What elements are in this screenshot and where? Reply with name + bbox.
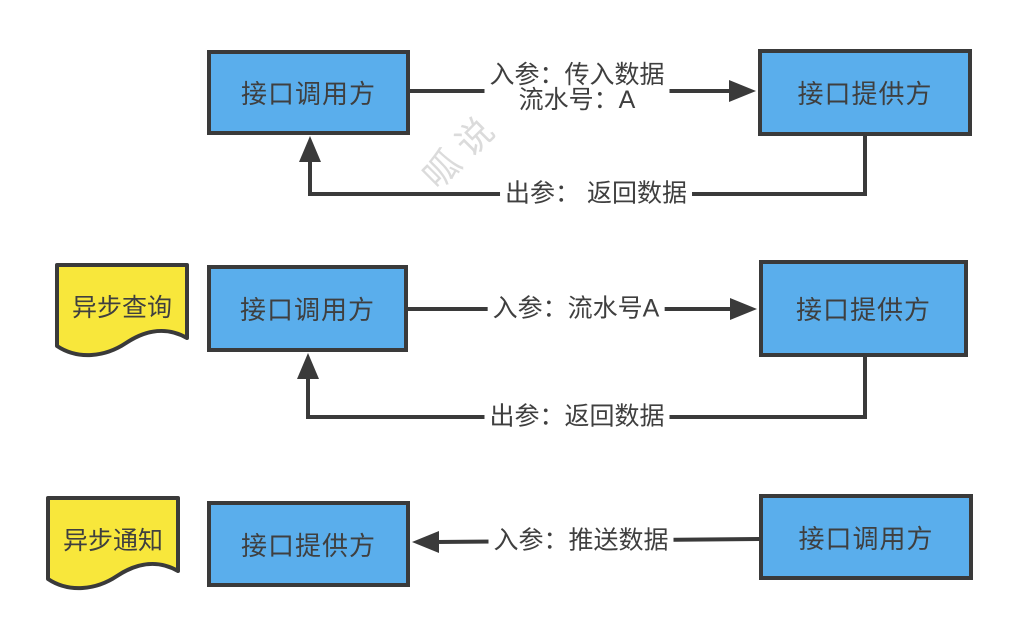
async-notify-provider-box: 接口提供方	[207, 501, 410, 587]
async-notify-request-label: 入参：推送数据	[488, 527, 674, 555]
sync-request-label-line2: 流水号：A	[518, 86, 636, 114]
async-notify-arrowhead	[412, 531, 439, 553]
async-query-note-shape	[55, 263, 189, 358]
async-query-note-label: 异步查询	[71, 294, 173, 322]
async-query-request-label: 入参：流水号A	[487, 295, 665, 323]
sync-request-label-line1: 入参：传入数据	[489, 61, 665, 89]
async-query-request-arrowhead	[730, 298, 757, 320]
sync-response-label: 出参： 返回数据	[500, 180, 692, 208]
sync-provider-box: 接口提供方	[758, 49, 972, 136]
async-query-response-arrowhead	[297, 353, 319, 379]
sync-request-label: 入参：传入数据 流水号：A	[484, 61, 670, 114]
async-notify-note-label: 异步通知	[62, 527, 164, 555]
sync-request-arrowhead	[729, 80, 756, 102]
async-query-provider-box: 接口提供方	[759, 260, 968, 357]
async-notify-note-shape	[46, 496, 180, 591]
async-query-caller-box: 接口调用方	[207, 265, 408, 352]
sync-caller-box: 接口调用方	[207, 50, 410, 135]
sync-response-arrowhead	[299, 136, 321, 162]
async-query-response-label: 出参：返回数据	[484, 403, 670, 431]
async-notify-caller-box: 接口调用方	[759, 494, 973, 580]
